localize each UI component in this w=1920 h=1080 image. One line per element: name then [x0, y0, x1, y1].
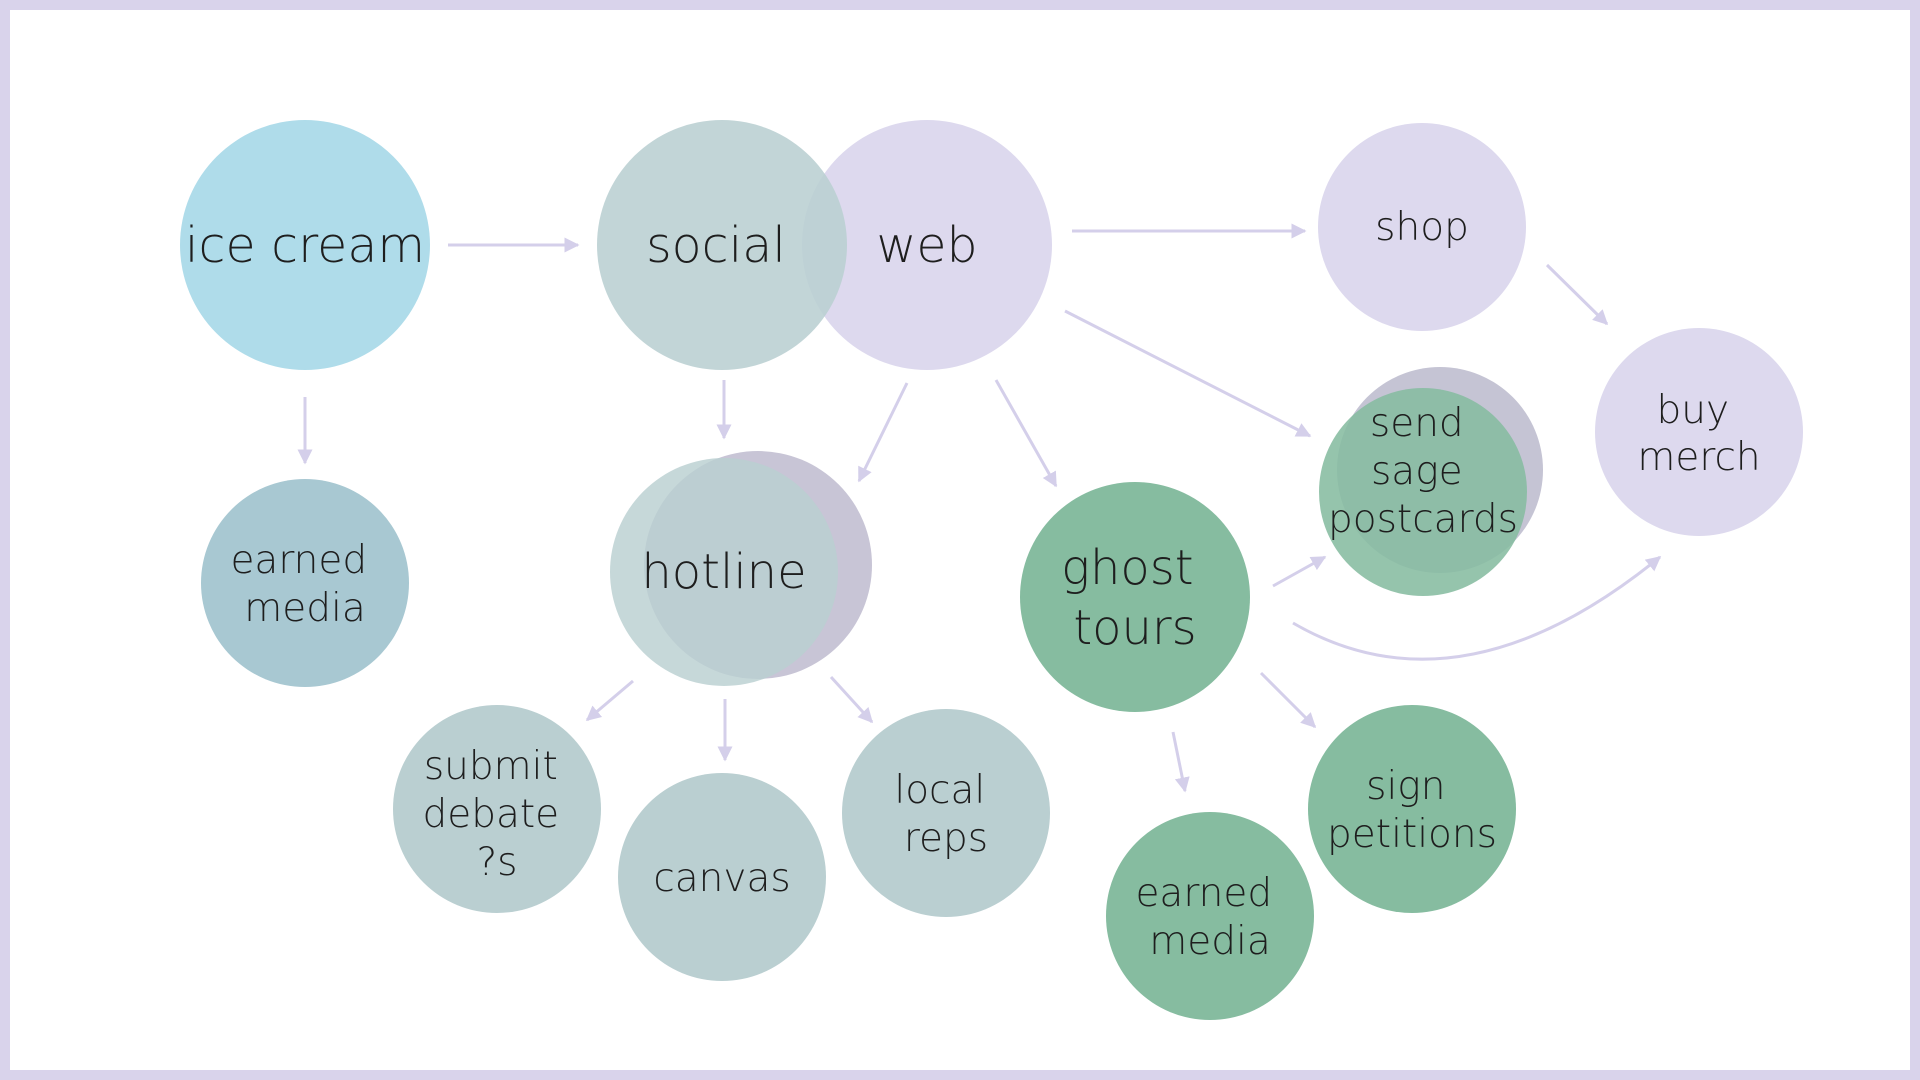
node-postcards-circle: [1319, 388, 1527, 596]
node-ghost-tours[interactable]: ghost tours: [1020, 482, 1250, 712]
node-local-reps-circle: [842, 709, 1050, 917]
node-social-label: social: [646, 217, 786, 274]
node-buy-merch[interactable]: buy merch: [1595, 328, 1803, 536]
node-canvas-label: canvas: [653, 856, 790, 901]
node-hotline-circle: [610, 458, 838, 686]
node-shop[interactable]: shop: [1318, 123, 1526, 331]
node-earned-media-left-circle: [201, 479, 409, 687]
node-web-label: web: [876, 217, 977, 274]
node-earned-media-right[interactable]: earned media: [1106, 812, 1314, 1020]
node-submit-debate-circle: [393, 705, 601, 913]
node-shop-circle: [1318, 123, 1526, 331]
node-sign-petitions-label: sign petitions: [1327, 764, 1497, 857]
node-buy-merch-label: buy merch: [1637, 388, 1760, 480]
node-sign-petitions-circle: [1308, 705, 1516, 913]
node-hotline[interactable]: hotline: [610, 458, 838, 686]
arrow-web-to-ghost-tours: [994, 379, 1058, 488]
arrow-ghost-to-postcards: [1272, 555, 1327, 588]
node-social[interactable]: social: [597, 120, 847, 370]
node-earned-media-left[interactable]: earned media: [201, 479, 409, 687]
arrow-hotline-to-submit: [585, 679, 634, 722]
arrow-ghost-to-earned-media: [1171, 731, 1190, 793]
arrow-ghost-to-merch: [1292, 555, 1662, 661]
arrow-ghost-to-sign-petitions: [1259, 671, 1317, 729]
arrows: [297, 223, 1662, 793]
node-web[interactable]: web: [802, 120, 1052, 370]
node-ghost-tours-label: ghost tours: [1061, 540, 1209, 656]
node-send-sage-postcards[interactable]: send sage postcards: [1319, 388, 1527, 596]
arrow-web-to-postcards: [1064, 309, 1312, 438]
node-ice-cream[interactable]: ice cream: [180, 120, 430, 370]
node-ice-cream-circle: [180, 120, 430, 370]
node-local-reps-label: local reps: [894, 768, 997, 861]
node-shop-label: shop: [1375, 205, 1469, 250]
node-earned-media-right-circle: [1106, 812, 1314, 1020]
arrow-web-to-hotline: [857, 382, 909, 483]
node-postcards-label: send sage postcards: [1328, 401, 1518, 542]
node-hotline-label: hotline: [641, 544, 806, 600]
arrow-hotline-to-local-reps: [829, 675, 874, 724]
node-canvas-circle: [618, 773, 826, 981]
node-submit-debate-label: submit debate ?s: [422, 744, 571, 885]
node-social-circle: [597, 120, 847, 370]
node-web-circle: [802, 120, 1052, 370]
node-ice-cream-label: ice cream: [185, 217, 425, 274]
node-local-reps[interactable]: local reps: [842, 709, 1050, 917]
node-submit-debate[interactable]: submit debate ?s: [393, 705, 601, 913]
node-ghost-tours-circle: [1020, 482, 1250, 712]
node-buy-merch-circle: [1595, 328, 1803, 536]
node-earned-media-right-label: earned media: [1135, 871, 1284, 964]
arrow-shop-to-merch: [1545, 263, 1609, 326]
node-canvas[interactable]: canvas: [618, 773, 826, 981]
node-sign-petitions[interactable]: sign petitions: [1308, 705, 1516, 913]
node-earned-media-left-label: earned media: [230, 538, 379, 631]
